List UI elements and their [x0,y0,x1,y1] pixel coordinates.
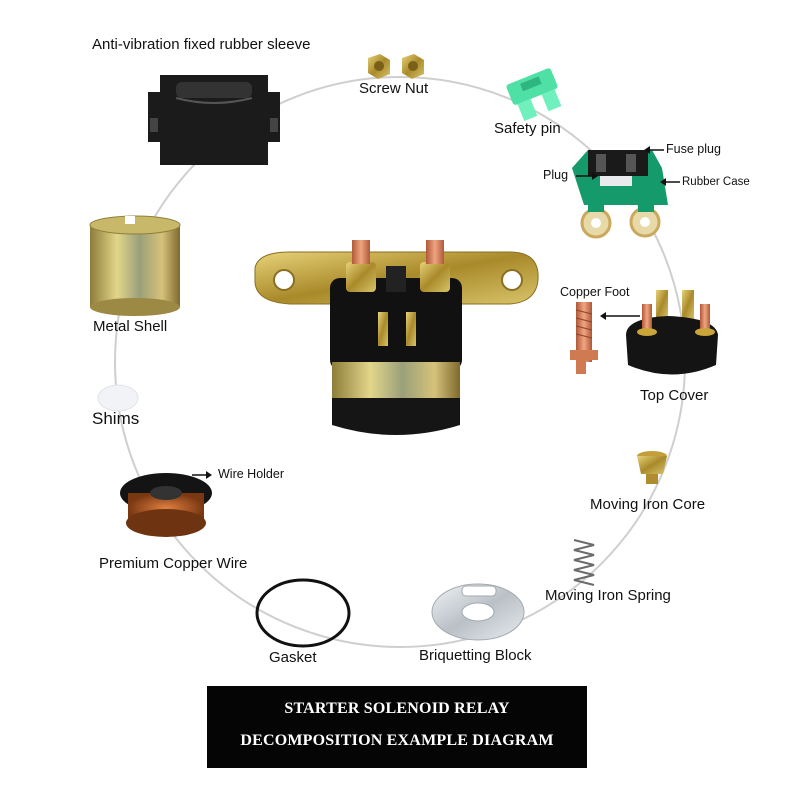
wire-holder-arrow [192,471,212,479]
top-cover-label: Top Cover [640,387,709,404]
plug-label: Plug [543,168,569,182]
shims-icon [97,384,139,412]
banner-title-line-2: DECOMPOSITION EXAMPLE DIAGRAM [240,732,554,749]
moving-iron-core-label: Moving Iron Core [590,496,706,513]
premium-copper-wire-label: Premium Copper Wire [99,555,248,572]
briquetting-block-icon [431,583,525,641]
wire-holder-label: Wire Holder [218,467,284,481]
copper-wire-coil-icon [120,473,212,537]
metal-shell-label: Metal Shell [93,318,168,335]
solenoid-relay-icon [254,240,539,435]
top-cover-icon [626,290,718,375]
copper-foot-label: Copper Foot [560,285,630,299]
copper-foot-icon [570,302,598,374]
moving-iron-spring-icon [573,539,595,586]
fuse-plug-label: Fuse plug [666,142,721,156]
copper-foot-arrow [600,312,640,320]
fuse-plug-arrow [644,146,664,154]
rubber-case-label: Rubber Case [682,176,750,188]
rubber-case-icon [572,150,668,239]
title-banner: STARTER SOLENOID RELAY DECOMPOSITION EXA… [207,686,587,768]
briquetting-block-label: Briquetting Block [419,647,532,664]
screw-nut-label: Screw Nut [359,80,429,97]
safety-pin-icon [506,68,562,121]
gasket-label: Gasket [269,649,317,666]
safety-pin-label: Safety pin [494,120,561,137]
sleeve-label: Anti-vibration fixed rubber sleeve [92,36,311,53]
moving-iron-spring-label: Moving Iron Spring [545,587,671,604]
rubber-case-arrow [660,178,680,186]
metal-shell-icon [89,215,181,316]
screw-nut-icon [368,54,424,79]
shims-label: Shims [92,409,140,428]
moving-iron-core-icon [637,451,667,484]
banner-title-line-1: STARTER SOLENOID RELAY [284,700,510,717]
plug-arrow [576,172,598,180]
gasket-icon [255,578,351,648]
rubber-sleeve-icon [148,75,280,165]
